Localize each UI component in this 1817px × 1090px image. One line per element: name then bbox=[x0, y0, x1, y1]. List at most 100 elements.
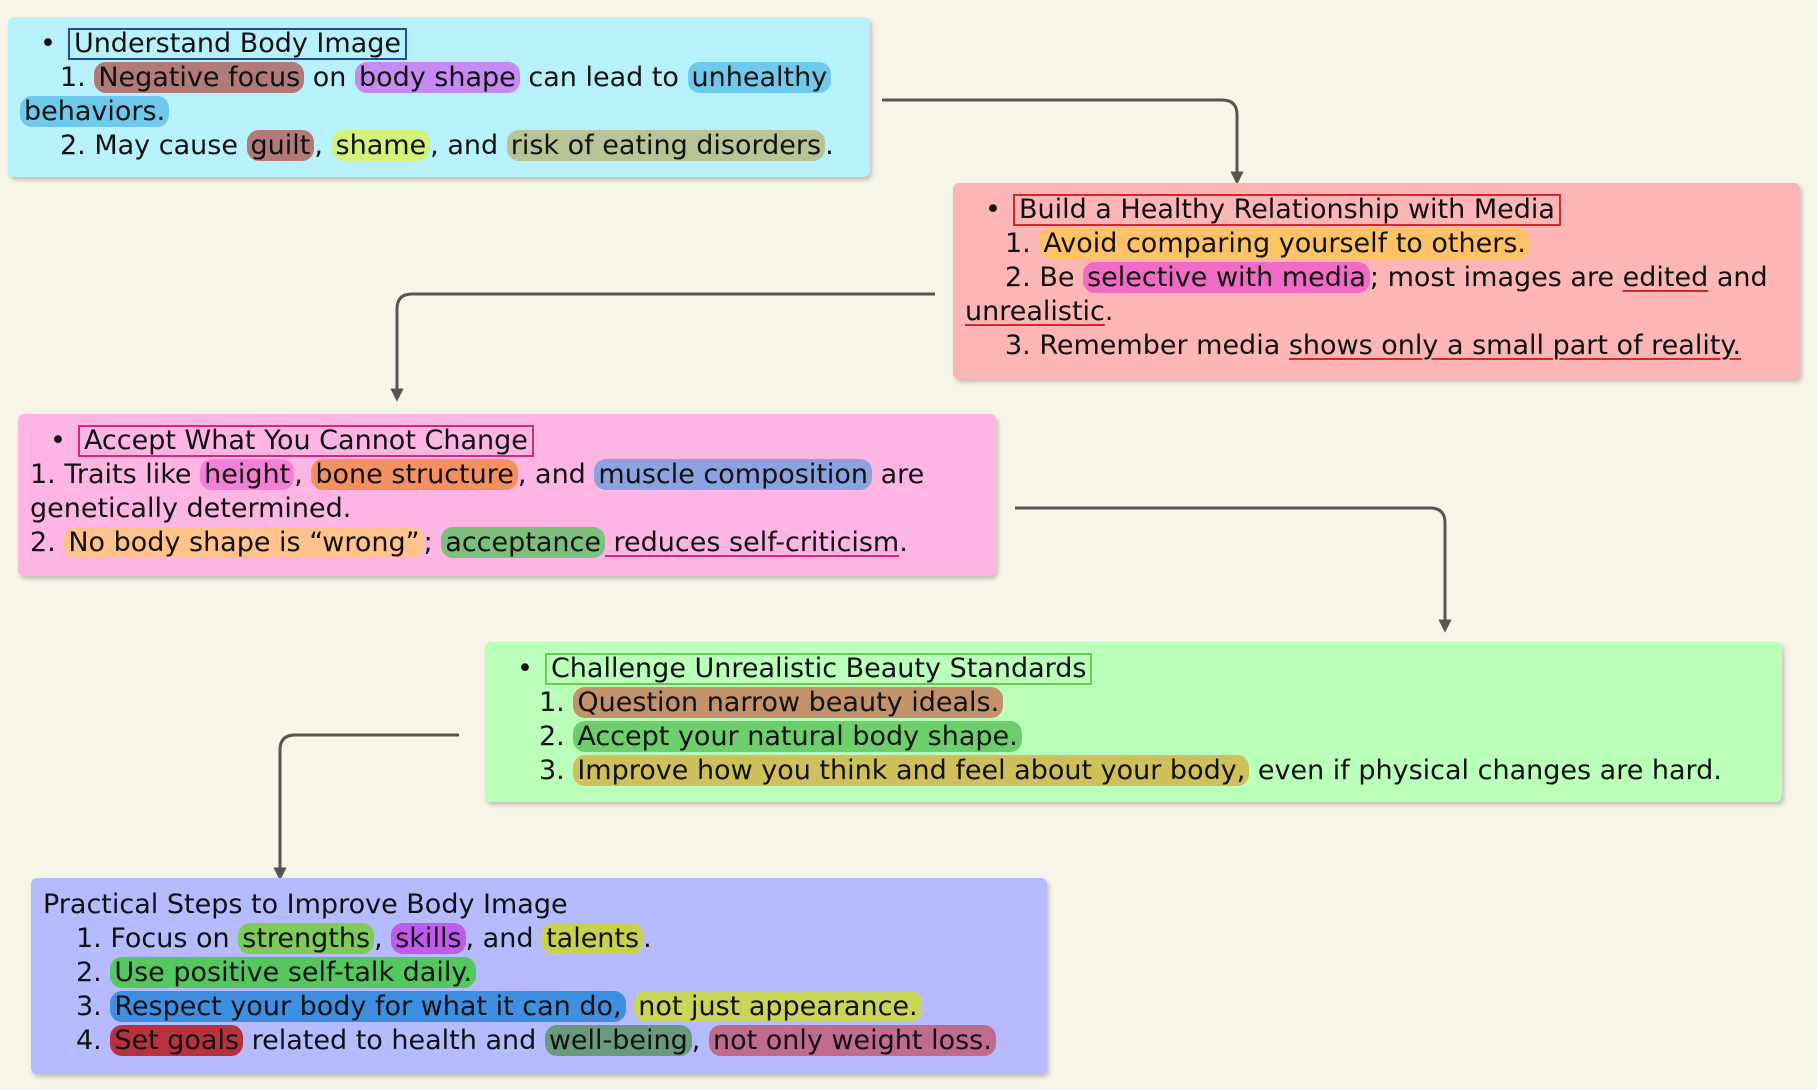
bullet: • bbox=[985, 194, 1001, 225]
highlighted-phrase: talents bbox=[542, 923, 644, 954]
text-run: 2. May cause bbox=[60, 130, 247, 161]
text-run: 3. bbox=[76, 991, 111, 1022]
underlined-phrase: unrealistic bbox=[965, 296, 1105, 327]
highlighted-phrase: strengths bbox=[238, 923, 375, 954]
text-run: even if physical changes are hard. bbox=[1249, 755, 1722, 786]
text-run: , and bbox=[517, 459, 595, 490]
text-run: . bbox=[1104, 296, 1114, 327]
text-run bbox=[626, 991, 635, 1022]
highlighted-phrase: not just appearance. bbox=[634, 991, 922, 1022]
card-title: Build a Healthy Relationship with Media bbox=[1012, 194, 1561, 226]
list-line: 2. May cause guilt, shame, and risk of e… bbox=[20, 129, 858, 163]
underlined-phrase: shows only a small part of reality. bbox=[1288, 330, 1742, 361]
highlighted-phrase: Question narrow beauty ideals. bbox=[573, 687, 1004, 718]
list-line: 4. Set goals related to health and well-… bbox=[43, 1024, 1035, 1058]
highlighted-phrase: muscle composition bbox=[594, 459, 873, 490]
highlighted-phrase: Use positive self-talk daily. bbox=[110, 957, 477, 988]
highlighted-phrase: guilt bbox=[246, 130, 315, 161]
text-run: 1. bbox=[1005, 228, 1040, 259]
card-heading-row: • Understand Body Image bbox=[20, 27, 858, 61]
highlighted-phrase: unhealthy bbox=[687, 62, 832, 93]
text-run: 4. bbox=[76, 1025, 111, 1056]
text-run: 2. bbox=[76, 957, 111, 988]
text-run: 1. Focus on bbox=[76, 923, 239, 954]
card-heading-row: Practical Steps to Improve Body Image bbox=[43, 888, 1035, 922]
text-run: 2. Be bbox=[1005, 262, 1084, 293]
text-run: 3. bbox=[539, 755, 574, 786]
card-body: 1. Focus on strengths, skills, and talen… bbox=[43, 922, 1035, 1058]
highlighted-phrase: shame bbox=[331, 130, 431, 161]
highlighted-phrase: acceptance bbox=[441, 527, 605, 558]
highlighted-phrase: Improve how you think and feel about you… bbox=[573, 755, 1250, 786]
text-run: related to health and bbox=[243, 1025, 545, 1056]
text-run: , bbox=[294, 459, 312, 490]
list-line: behaviors. bbox=[20, 95, 858, 129]
underlined-phrase: reduces self-criticism bbox=[604, 527, 900, 558]
highlighted-phrase: Avoid comparing yourself to others. bbox=[1039, 228, 1530, 259]
text-run: , bbox=[691, 1025, 709, 1056]
text-run: 1. bbox=[60, 62, 95, 93]
list-line: 1. Question narrow beauty ideals. bbox=[497, 686, 1770, 720]
text-run: can lead to bbox=[519, 62, 688, 93]
card-challenge-beauty-standards: •Challenge Unrealistic Beauty Standards … bbox=[485, 642, 1782, 802]
card-title: Practical Steps to Improve Body Image bbox=[43, 889, 568, 920]
list-line: 1. Negative focus on body shape can lead… bbox=[20, 61, 858, 95]
arrow-understand-to-media bbox=[882, 98, 1244, 185]
underlined-phrase: edited bbox=[1622, 262, 1709, 293]
card-practical-steps: Practical Steps to Improve Body Image 1.… bbox=[31, 878, 1047, 1074]
highlighted-phrase: behaviors. bbox=[20, 96, 170, 127]
card-title: Accept What You Cannot Change bbox=[77, 425, 534, 457]
text-run: , and bbox=[430, 130, 507, 161]
list-line: unrealistic. bbox=[965, 295, 1788, 329]
list-line: 3. Improve how you think and feel about … bbox=[497, 754, 1770, 788]
text-run: genetically determined. bbox=[30, 493, 352, 524]
text-run: 1. Traits like bbox=[30, 459, 201, 490]
text-run: 3. Remember media bbox=[1005, 330, 1289, 361]
card-heading-row: • Accept What You Cannot Change bbox=[30, 424, 984, 458]
text-run: 2. bbox=[539, 721, 574, 752]
list-line: 2. Use positive self-talk daily. bbox=[43, 956, 1035, 990]
highlighted-phrase: height bbox=[200, 459, 295, 490]
arrow-accept-to-challenge bbox=[1015, 506, 1452, 633]
highlighted-phrase: risk of eating disorders bbox=[506, 130, 826, 161]
highlighted-phrase: Accept your natural body shape. bbox=[573, 721, 1022, 752]
card-heading-row: • Challenge Unrealistic Beauty Standards bbox=[497, 652, 1770, 686]
bullet: • bbox=[517, 653, 533, 684]
list-line: 1. Focus on strengths, skills, and talen… bbox=[43, 922, 1035, 956]
arrow-media-to-accept bbox=[390, 292, 935, 402]
bullet: • bbox=[50, 425, 66, 456]
list-line: 2. No body shape is “wrong”; acceptance … bbox=[30, 526, 984, 560]
text-run: ; bbox=[423, 527, 442, 558]
card-body: 1. Negative focus on body shape can lead… bbox=[20, 61, 858, 163]
highlighted-phrase: body shape bbox=[354, 62, 520, 93]
highlighted-phrase: Negative focus bbox=[94, 62, 305, 93]
text-run: are bbox=[872, 459, 925, 490]
card-healthy-media: • Build a Healthy Relationship with Media… bbox=[953, 183, 1800, 379]
card-title: Challenge Unrealistic Beauty Standards bbox=[544, 653, 1093, 685]
highlighted-phrase: Respect your body for what it can do, bbox=[110, 991, 626, 1022]
list-line: genetically determined. bbox=[30, 492, 984, 526]
highlighted-phrase: bone structure bbox=[311, 459, 518, 490]
highlighted-phrase: No body shape is “wrong” bbox=[64, 527, 424, 558]
card-accept-what-you-cannot-change: • Accept What You Cannot Change 1. Traits… bbox=[18, 414, 996, 576]
text-run: on bbox=[304, 62, 355, 93]
text-run: , and bbox=[465, 923, 543, 954]
list-line: 3. Remember media shows only a small par… bbox=[965, 329, 1788, 363]
text-run: , bbox=[374, 923, 392, 954]
text-run: 1. bbox=[539, 687, 574, 718]
bullet: • bbox=[40, 28, 56, 59]
highlighted-phrase: Set goals bbox=[110, 1025, 244, 1056]
card-heading-row: • Build a Healthy Relationship with Media bbox=[965, 193, 1788, 227]
text-run: . bbox=[899, 527, 908, 558]
list-line: 1. Traits like height, bone structure, a… bbox=[30, 458, 984, 492]
text-run: and bbox=[1708, 262, 1768, 293]
highlighted-phrase: skills bbox=[391, 923, 466, 954]
highlighted-phrase: not only weight loss. bbox=[708, 1025, 996, 1056]
list-line: 2. Be selective with media; most images … bbox=[965, 261, 1788, 295]
text-run: 2. bbox=[30, 527, 65, 558]
card-title: Understand Body Image bbox=[67, 28, 407, 60]
text-run: . bbox=[825, 130, 834, 161]
highlighted-phrase: well-being bbox=[544, 1025, 692, 1056]
card-body: 1. Traits like height, bone structure, a… bbox=[30, 458, 984, 560]
highlighted-phrase: selective with media bbox=[1083, 262, 1370, 293]
